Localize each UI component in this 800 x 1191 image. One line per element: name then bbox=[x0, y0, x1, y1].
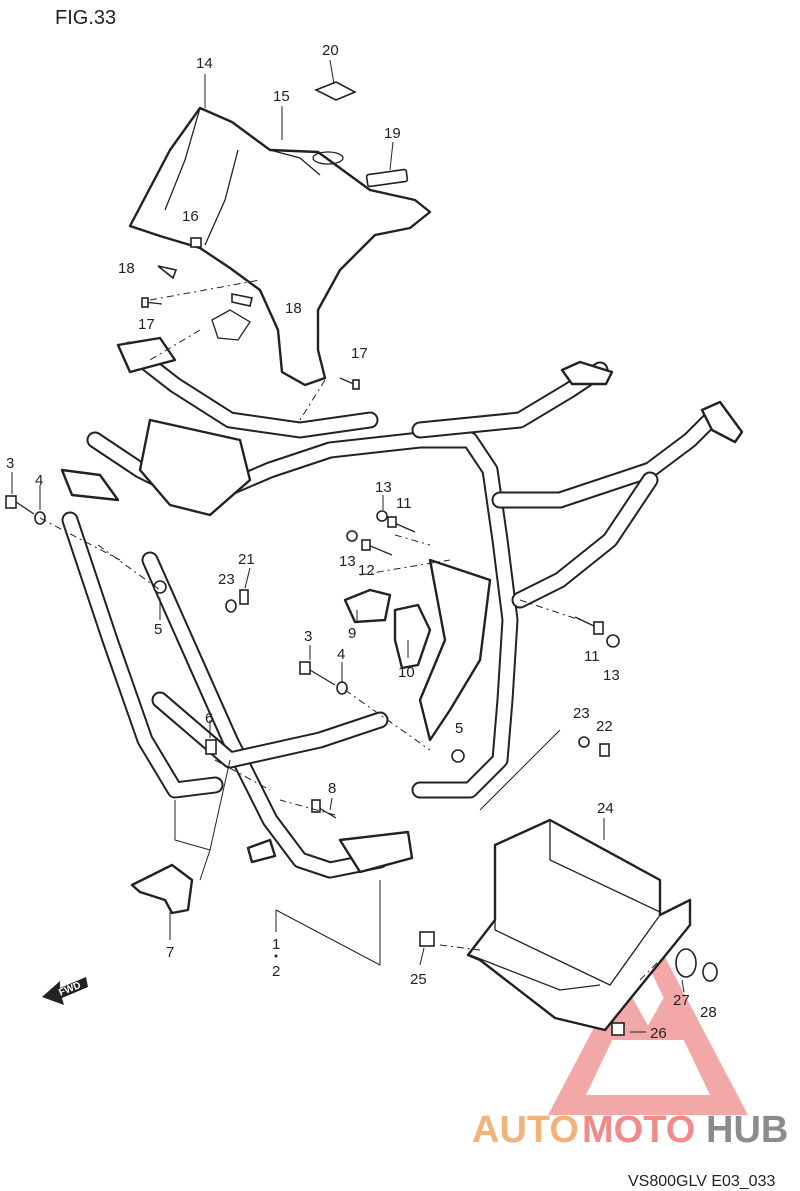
fasteners bbox=[5, 81, 718, 1036]
pad-20-icon bbox=[314, 81, 357, 101]
watermark-moto: MOTO bbox=[582, 1109, 695, 1151]
callout-22: 22 bbox=[596, 718, 613, 735]
bolt-8-icon bbox=[311, 799, 321, 813]
nut-13a-icon bbox=[376, 510, 388, 522]
callout-5b: 5 bbox=[455, 720, 463, 737]
callout-11a: 11 bbox=[396, 495, 412, 512]
callout-13a: 13 bbox=[375, 479, 392, 496]
callout-7: 7 bbox=[166, 944, 174, 961]
fwd-arrow-icon: FWD bbox=[42, 977, 88, 1005]
callout-16: 16 bbox=[182, 208, 199, 225]
bolt-3b-icon bbox=[299, 661, 311, 675]
bolt-11b-icon bbox=[593, 621, 604, 635]
frame-cover-part bbox=[128, 106, 432, 387]
callout-17a: 17 bbox=[138, 316, 155, 333]
callout-11b: 11 bbox=[584, 648, 600, 665]
bolt-3a-icon bbox=[5, 495, 17, 509]
callout-10: 10 bbox=[398, 664, 415, 681]
callout-25: 25 bbox=[410, 971, 427, 988]
grommet-27-icon bbox=[675, 948, 697, 978]
callout-4b: 4 bbox=[337, 646, 345, 663]
callout-4a: 4 bbox=[35, 472, 43, 489]
nut-13b-icon bbox=[346, 530, 358, 542]
bolt-11a-icon bbox=[387, 516, 397, 528]
frame-part bbox=[60, 336, 744, 915]
collar-28-icon bbox=[702, 962, 718, 982]
callout-dot bbox=[274, 954, 278, 958]
callout-18b: 18 bbox=[285, 300, 302, 317]
callout-23b: 23 bbox=[573, 705, 590, 722]
pad-19-icon bbox=[365, 168, 409, 188]
bolt-25-icon bbox=[419, 931, 435, 947]
callout-12: 12 bbox=[358, 562, 375, 579]
clip-18b-icon bbox=[231, 293, 253, 307]
callout-9: 9 bbox=[348, 625, 356, 642]
callout-27: 27 bbox=[673, 992, 690, 1009]
callout-23a: 23 bbox=[218, 571, 235, 588]
fwd-label: FWD bbox=[57, 980, 82, 999]
bolt-22-icon bbox=[599, 743, 610, 757]
bolt-26-icon bbox=[611, 1022, 625, 1036]
bolt-16-icon bbox=[190, 237, 202, 248]
callout-3b: 3 bbox=[304, 628, 312, 645]
callout-3a: 3 bbox=[6, 455, 14, 472]
figure-title: FIG.33 bbox=[55, 7, 116, 29]
nut-13c-icon bbox=[606, 634, 620, 648]
callout-17b: 17 bbox=[351, 345, 368, 362]
leader-lines bbox=[11, 59, 685, 1033]
callout-14: 14 bbox=[196, 55, 213, 72]
callout-1: 1 bbox=[272, 936, 280, 953]
washer-23b-icon bbox=[578, 736, 590, 748]
callout-labels: 14 15 20 19 16 18 18 17 17 3 4 5 13 11 1… bbox=[6, 42, 717, 1042]
callout-21: 21 bbox=[238, 551, 255, 568]
callout-28: 28 bbox=[700, 1004, 717, 1021]
callout-2: 2 bbox=[272, 963, 280, 980]
nut-5b-icon bbox=[451, 749, 465, 763]
callout-18a: 18 bbox=[118, 260, 135, 277]
washer-23a-icon bbox=[225, 599, 237, 613]
bolt-6-icon bbox=[205, 739, 217, 755]
callout-6: 6 bbox=[205, 710, 213, 727]
callout-20: 20 bbox=[322, 42, 339, 59]
nut-5a-icon bbox=[153, 580, 167, 594]
battery-box-part bbox=[466, 818, 692, 1032]
watermark-hub: HUB bbox=[706, 1109, 788, 1151]
clip-18a-icon bbox=[157, 265, 178, 280]
watermark-auto: AUTO bbox=[472, 1109, 579, 1151]
callout-19: 19 bbox=[384, 125, 401, 142]
callout-8: 8 bbox=[328, 780, 336, 797]
figure-code: VS800GLV E03_033 bbox=[628, 1173, 775, 1190]
bolt-21-icon bbox=[239, 589, 249, 605]
callout-13b: 13 bbox=[339, 553, 356, 570]
callout-5a: 5 bbox=[154, 621, 162, 638]
bolt-12-icon bbox=[361, 539, 371, 551]
callout-24: 24 bbox=[597, 800, 614, 817]
washer-4b-icon bbox=[336, 681, 348, 695]
callout-15: 15 bbox=[273, 88, 290, 105]
callout-26: 26 bbox=[650, 1025, 667, 1042]
callout-13c: 13 bbox=[603, 667, 620, 684]
